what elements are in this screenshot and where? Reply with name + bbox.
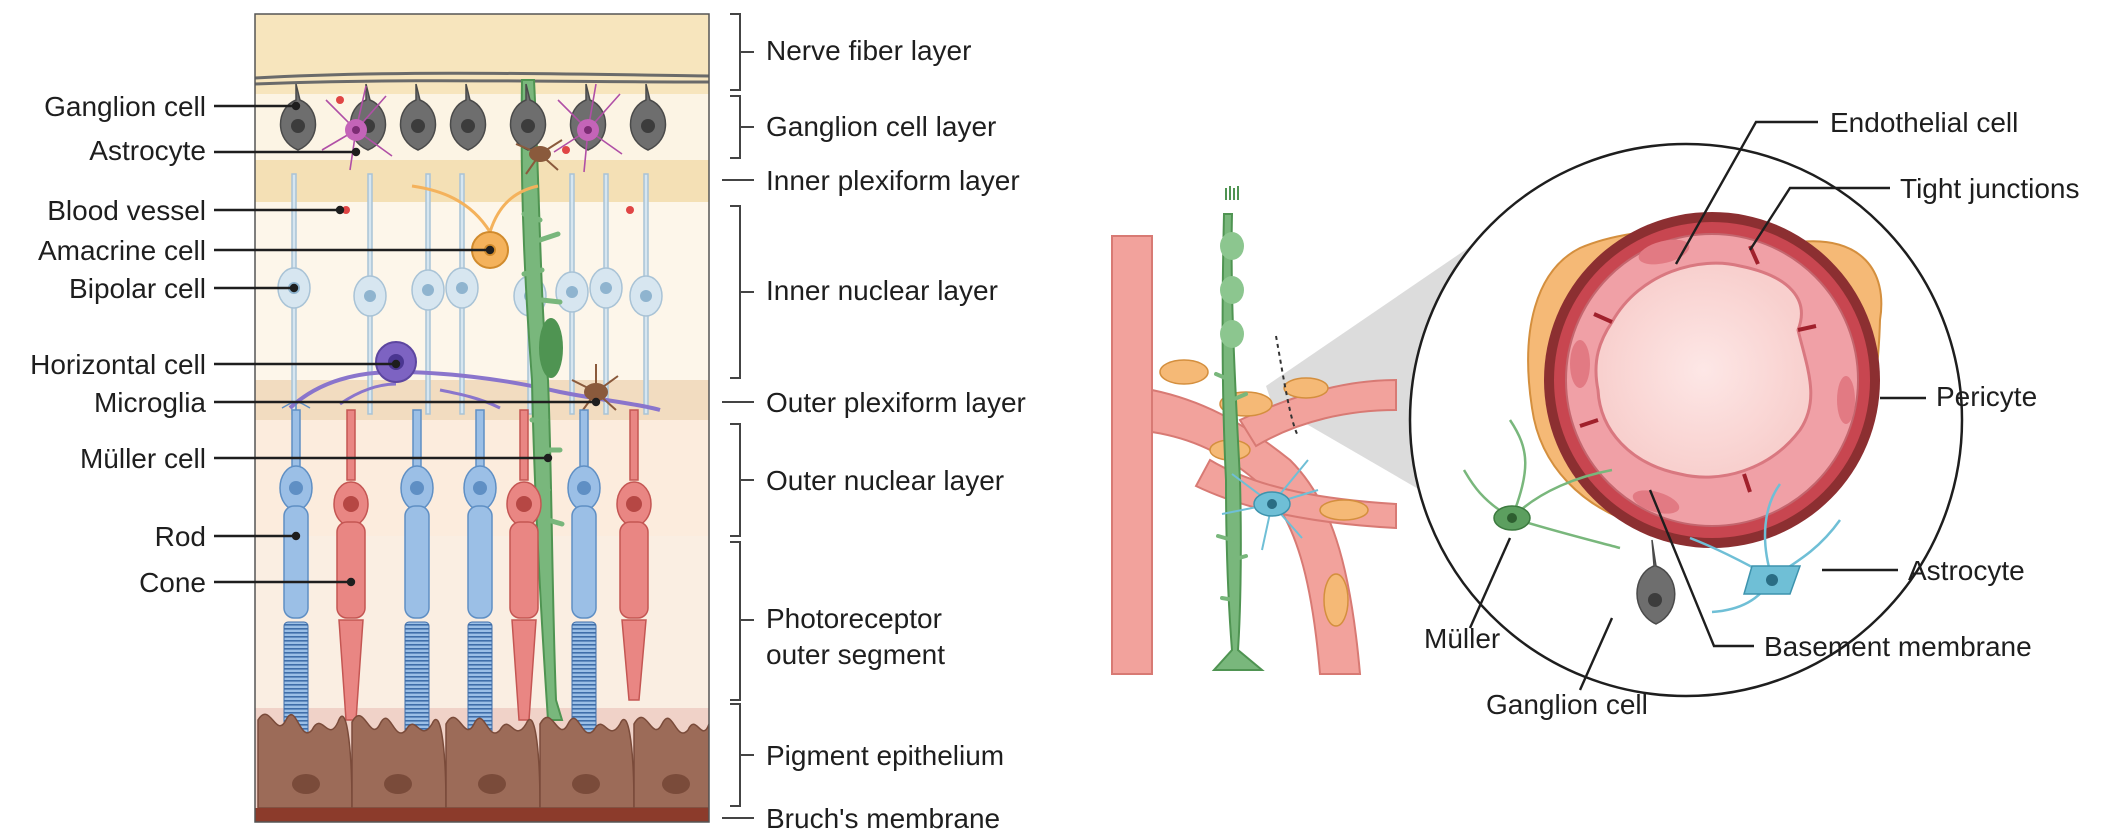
label-outer-nuclear-layer: Outer nuclear layer xyxy=(766,465,1004,496)
label-nerve-fiber-layer: Nerve fiber layer xyxy=(766,35,971,66)
astrocytes xyxy=(321,83,623,173)
dashed-cut-line xyxy=(1275,335,1299,437)
label-ganglion-cell: Ganglion cell xyxy=(44,91,206,122)
label-photoreceptor: Photoreceptor xyxy=(766,603,942,634)
pigment-epithelium-cells xyxy=(257,713,709,809)
label-inner-plexiform-layer: Inner plexiform layer xyxy=(766,165,1020,196)
label-basement-membrane: Basement membrane xyxy=(1764,631,2032,662)
muller-endfoot xyxy=(1462,419,1621,550)
right-labels: Endothelial cell Tight junctions Pericyt… xyxy=(1424,107,2080,720)
cone-cells xyxy=(333,409,652,721)
layer-brackets xyxy=(722,13,754,819)
label-pericyte: Pericyte xyxy=(1936,381,2037,412)
retina-section xyxy=(255,14,709,822)
label-astrocyte-right: Astrocyte xyxy=(1908,555,2025,586)
label-pigment-epithelium: Pigment epithelium xyxy=(766,740,1004,771)
label-bruchs-membrane: Bruch's membrane xyxy=(766,803,1000,834)
cell-labels: Ganglion cell Astrocyte Blood vessel Ama… xyxy=(30,91,206,598)
label-inner-nuclear-layer: Inner nuclear layer xyxy=(766,275,998,306)
muller-cell-detail xyxy=(1211,186,1265,671)
tight-junctions-marks xyxy=(1579,245,1817,493)
capillary-cross-section xyxy=(1527,212,1883,548)
muller-cell-retina xyxy=(520,79,565,721)
label-outer-plexiform-layer: Outer plexiform layer xyxy=(766,387,1026,418)
label-endothelial-cell: Endothelial cell xyxy=(1830,107,2018,138)
astrocyte-endfoot xyxy=(1689,483,1842,614)
vessel-network xyxy=(1111,235,1397,675)
label-ganglion-cell-layer: Ganglion cell layer xyxy=(766,111,996,142)
blood-vessel-dots xyxy=(336,96,634,214)
bruchs-membrane-band xyxy=(255,808,709,822)
astrocyte-detail xyxy=(1221,459,1319,551)
ganglion-cell-detail xyxy=(1636,539,1676,625)
label-microglia: Microglia xyxy=(94,387,206,418)
label-blood-vessel: Blood vessel xyxy=(47,195,206,226)
nerve-fibers xyxy=(255,71,709,86)
retina-frame xyxy=(254,13,710,823)
right-leader-lines xyxy=(1468,120,1926,691)
label-astrocyte: Astrocyte xyxy=(89,135,206,166)
label-bipolar-cell: Bipolar cell xyxy=(69,273,206,304)
label-tight-junctions: Tight junctions xyxy=(1900,173,2080,204)
inner-plexiform-band xyxy=(255,160,709,202)
label-muller-cell: Müller cell xyxy=(80,443,206,474)
microglia-cells xyxy=(515,139,619,415)
cell-leader-lines xyxy=(214,101,601,587)
label-amacrine-cell: Amacrine cell xyxy=(38,235,206,266)
label-rod: Rod xyxy=(155,521,206,552)
label-ganglion-cell-right: Ganglion cell xyxy=(1486,689,1648,720)
label-cone: Cone xyxy=(139,567,206,598)
label-muller: Müller xyxy=(1424,623,1500,654)
label-outer-segment: outer segment xyxy=(766,639,945,670)
label-horizontal-cell: Horizontal cell xyxy=(30,349,206,380)
layer-labels: Nerve fiber layer Ganglion cell layer In… xyxy=(766,35,1026,834)
rod-cells xyxy=(279,401,601,751)
lumen xyxy=(1594,261,1813,479)
